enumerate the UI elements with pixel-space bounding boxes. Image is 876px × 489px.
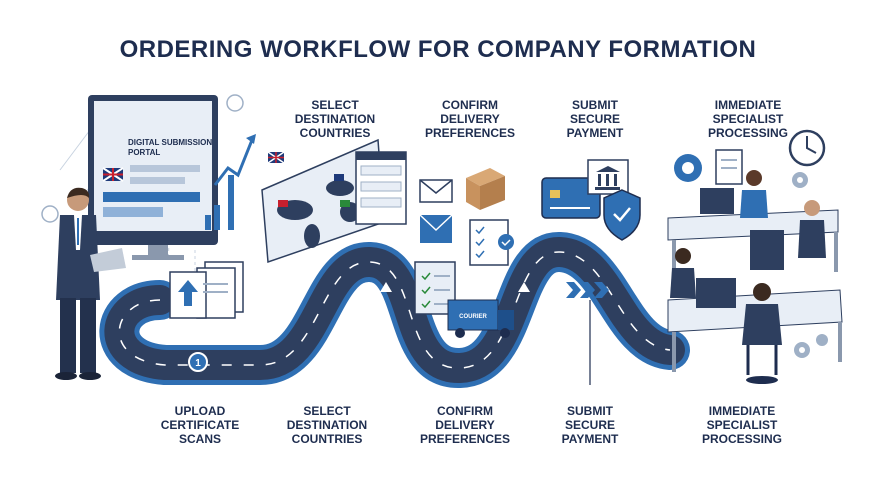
road-centerline xyxy=(118,251,671,369)
gear-icon xyxy=(792,172,828,358)
flag-marker-icon xyxy=(334,174,344,181)
credit-card-icon xyxy=(541,177,601,219)
parcel-box-icon xyxy=(466,168,505,210)
envelope-icon xyxy=(419,179,453,203)
road-arrow-icon xyxy=(380,282,392,292)
step-marker-1: 1 xyxy=(188,352,208,372)
computer-monitor-icon xyxy=(696,188,784,308)
courier-truck-icon: COURIER xyxy=(447,299,514,338)
road-arrow-icon xyxy=(518,282,530,292)
portal-title-line-2: PORTAL xyxy=(128,148,160,157)
chevron-arrows-icon xyxy=(566,282,609,298)
road-arrow-icon xyxy=(268,319,278,331)
currency-coin-icon xyxy=(41,94,244,223)
truck-label: COURIER xyxy=(459,314,487,320)
upload-documents-icon xyxy=(169,261,244,319)
growth-chart-icon xyxy=(205,134,256,230)
specialist-figures xyxy=(670,170,826,384)
winding-road xyxy=(99,232,690,388)
flag-marker-icon xyxy=(278,200,288,207)
diagram-title: ORDERING WORKFLOW FOR COMPANY FORMATION xyxy=(119,36,757,63)
bank-icon xyxy=(587,159,629,195)
uk-flag-icon xyxy=(102,167,124,182)
security-shield-icon xyxy=(603,189,641,241)
country-dropdown-panel xyxy=(355,151,407,225)
road-arrow-icon xyxy=(634,275,646,285)
uk-flag-small-icon xyxy=(267,151,285,164)
clock-icon xyxy=(788,129,826,167)
gear-icon xyxy=(674,154,702,182)
svg-text:1: 1 xyxy=(195,358,201,369)
flag-marker-icon xyxy=(340,200,350,207)
businessman-figure xyxy=(55,187,126,380)
mail-document-icon xyxy=(419,214,453,243)
document-icon xyxy=(715,149,743,185)
checklist-icon xyxy=(469,219,514,266)
portal-monitor: DIGITAL SUBMISSION PORTAL xyxy=(88,95,218,260)
portal-title-line-1: DIGITAL SUBMISSION xyxy=(128,138,212,147)
world-map-panel xyxy=(261,138,385,264)
